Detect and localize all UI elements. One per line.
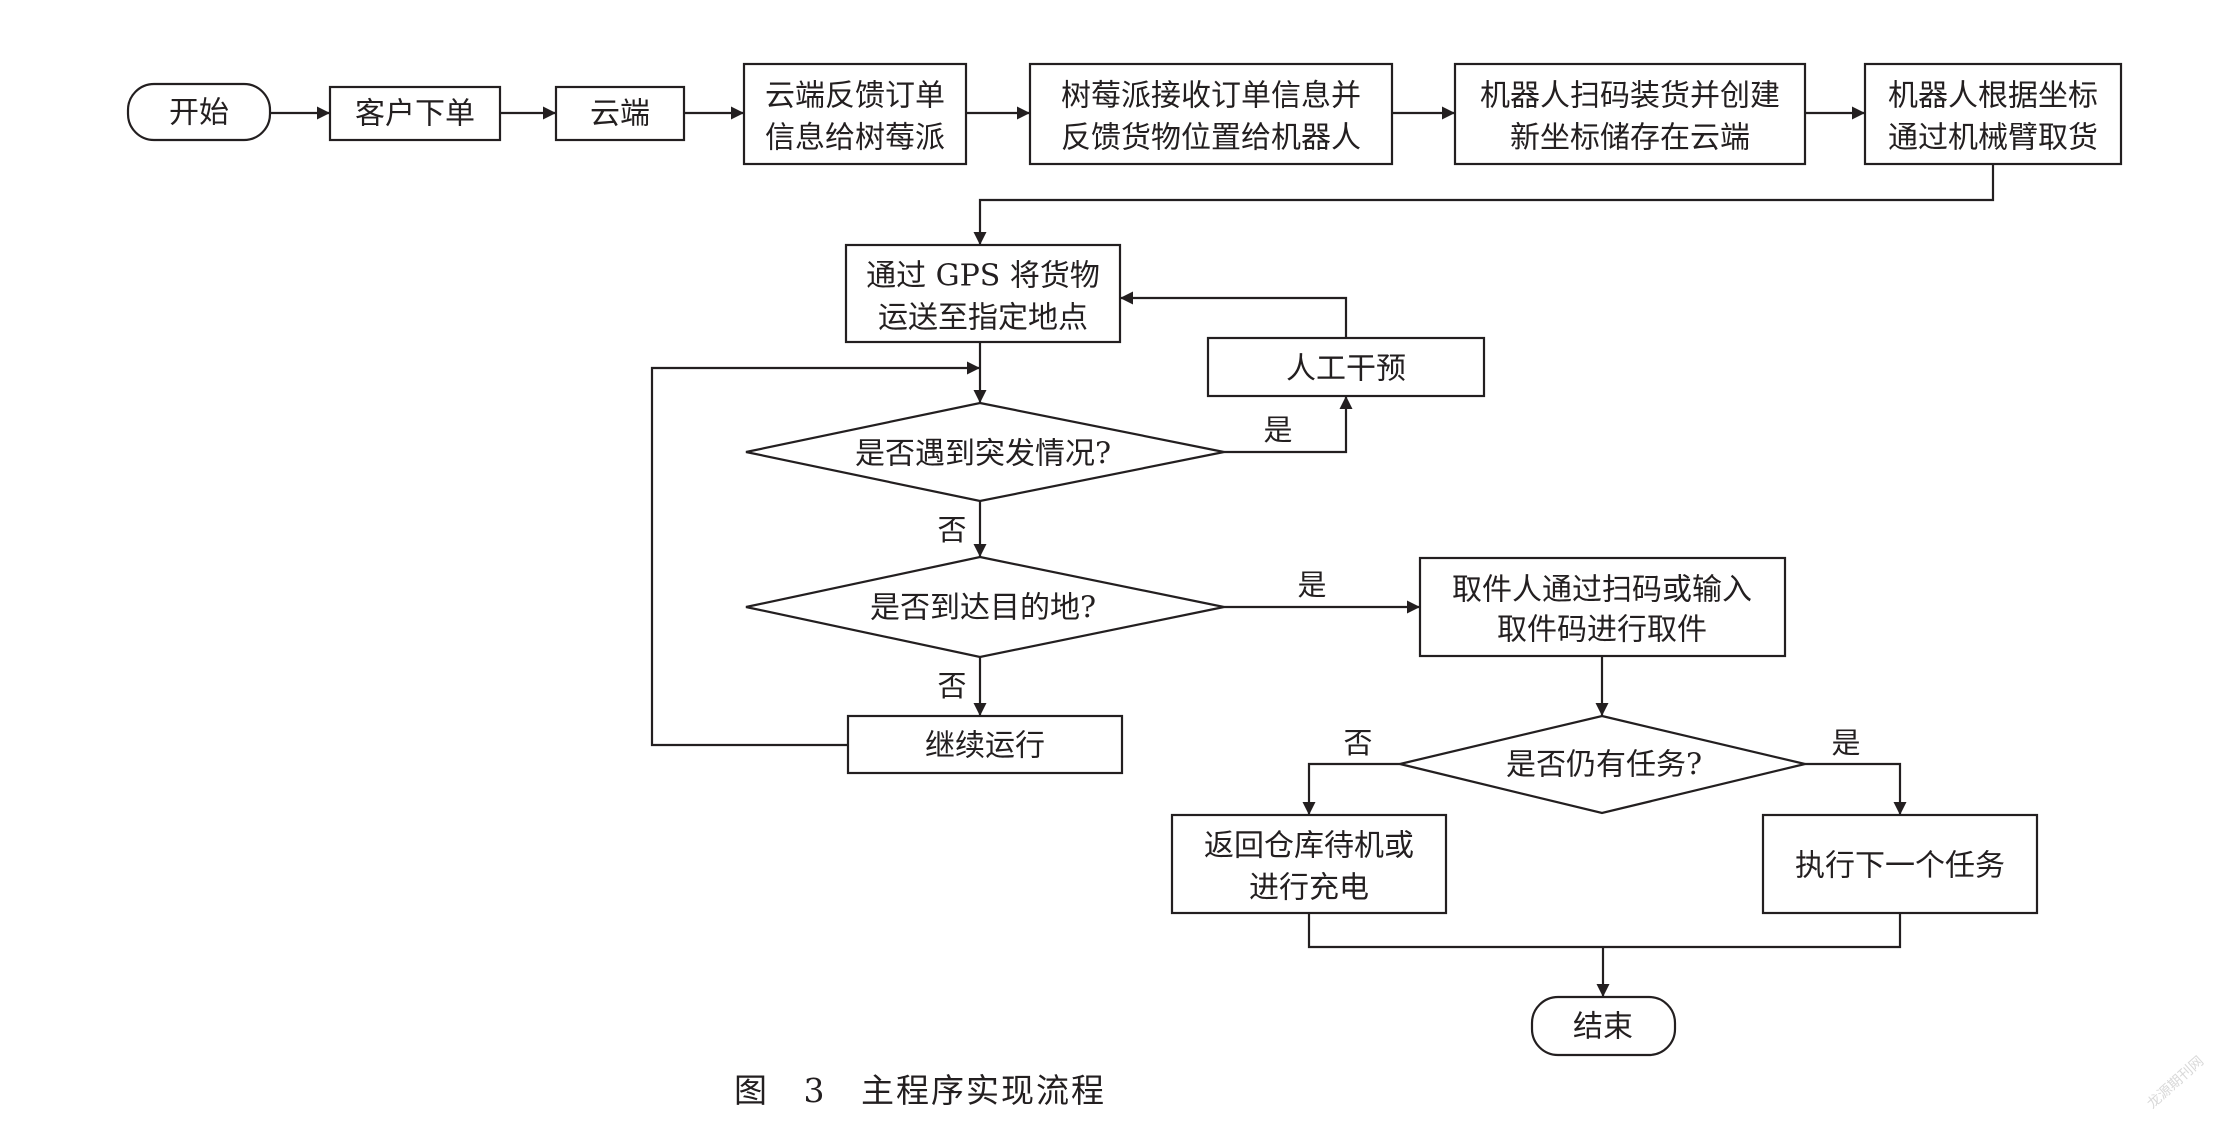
pickup-line-2: 取件码进行取件 <box>1497 613 1707 648</box>
order-label: 客户下单 <box>355 97 475 132</box>
pick-line-1: 机器人根据坐标 <box>1888 79 2098 114</box>
return-node: 返回仓库待机或 进行充电 <box>1170 813 1448 915</box>
end-node: 结束 <box>1530 995 1677 1057</box>
manual-node: 人工干预 <box>1206 336 1486 398</box>
edge-merge-bar <box>1307 913 1902 949</box>
feedback-line-2: 信息给树莓派 <box>765 121 945 156</box>
emergency-no-label: 否 <box>937 513 966 547</box>
gps-line-1: 通过 GPS 将货物 <box>866 259 1100 294</box>
emergency-decision: 是否遇到突发情况? <box>745 401 1225 503</box>
edge-continue-loop <box>650 361 980 747</box>
edge-pick-gps <box>973 164 1995 245</box>
pick-line-2: 通过机械臂取货 <box>1888 121 2098 156</box>
feedback-line-1: 云端反馈订单 <box>765 79 945 114</box>
scan-load-node: 机器人扫码装货并创建 新坐标储存在云端 <box>1453 62 1807 166</box>
edge-tasks-next <box>1805 762 1907 815</box>
raspberry-line-1: 树莓派接收订单信息并 <box>1061 79 1361 114</box>
gps-node: 通过 GPS 将货物 运送至指定地点 <box>844 243 1122 344</box>
order-node: 客户下单 <box>328 85 502 142</box>
next-task-label: 执行下一个任务 <box>1795 849 2005 884</box>
feedback-node: 云端反馈订单 信息给树莓派 <box>742 62 968 166</box>
tasks-yes-label: 是 <box>1831 726 1860 760</box>
raspberry-line-2: 反馈货物位置给机器人 <box>1061 121 1361 156</box>
more-tasks-decision: 是否仍有任务? <box>1399 714 1806 815</box>
tasks-no-label: 否 <box>1343 726 1372 760</box>
arrived-label: 是否到达目的地? <box>870 591 1096 626</box>
cloud-label: 云端 <box>590 97 650 132</box>
return-line-1: 返回仓库待机或 <box>1204 829 1414 864</box>
start-node: 开始 <box>126 82 272 142</box>
edge-tasks-return <box>1302 762 1400 815</box>
arrived-decision: 是否到达目的地? <box>745 555 1225 659</box>
start-label: 开始 <box>169 96 229 131</box>
emergency-yes-label: 是 <box>1263 413 1292 447</box>
gps-line-2: 运送至指定地点 <box>878 301 1088 336</box>
figure-caption: 图 3 主程序实现流程 <box>734 1071 1106 1110</box>
scan-load-line-1: 机器人扫码装货并创建 <box>1480 79 1780 114</box>
raspberry-node: 树莓派接收订单信息并 反馈货物位置给机器人 <box>1028 62 1394 166</box>
continue-node: 继续运行 <box>846 714 1124 775</box>
edge-emergency-manual <box>1224 396 1353 454</box>
arrived-yes-label: 是 <box>1297 568 1326 602</box>
manual-label: 人工干预 <box>1286 352 1406 387</box>
pick-node: 机器人根据坐标 通过机械臂取货 <box>1863 62 2123 166</box>
next-task-node: 执行下一个任务 <box>1761 813 2039 915</box>
more-tasks-label: 是否仍有任务? <box>1506 748 1702 783</box>
end-label: 结束 <box>1573 1010 1633 1045</box>
emergency-label: 是否遇到突发情况? <box>855 437 1111 472</box>
pickup-line-1: 取件人通过扫码或输入 <box>1452 573 1752 608</box>
cloud-node: 云端 <box>554 85 686 142</box>
arrived-no-label: 否 <box>937 669 966 703</box>
pickup-node: 取件人通过扫码或输入 取件码进行取件 <box>1418 556 1787 658</box>
continue-label: 继续运行 <box>925 729 1045 764</box>
edge-manual-gps <box>1120 291 1348 338</box>
return-line-2: 进行充电 <box>1249 871 1369 906</box>
scan-load-line-2: 新坐标储存在云端 <box>1510 121 1750 156</box>
